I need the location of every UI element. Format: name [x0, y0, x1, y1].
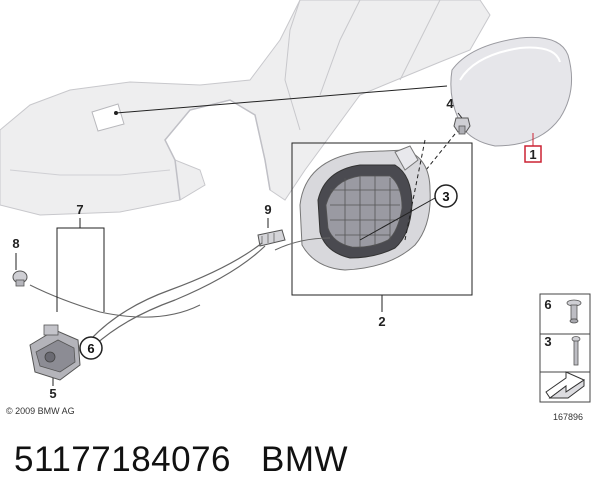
fastener-legend: 6 3 [539, 293, 591, 403]
diagram-reference-number: 167896 [553, 412, 584, 422]
cable-to-housing [274, 237, 331, 251]
screw-part [453, 117, 471, 135]
callout-5: 5 [49, 386, 56, 401]
copyright-text: © 2009 BMW AG [6, 406, 75, 416]
brand-name: BMW [261, 440, 349, 479]
clip-part [12, 270, 28, 287]
legend-label-top: 6 [544, 297, 551, 312]
callout-2: 2 [378, 314, 385, 329]
callout-1: 1 [529, 147, 536, 162]
actuator-part [29, 324, 81, 381]
leader-dot [114, 111, 118, 115]
cable-lower [94, 245, 266, 346]
part-caption: 51177184076 BMW [14, 440, 348, 480]
callout-9: 9 [264, 202, 271, 217]
part-number: 51177184076 [14, 440, 232, 479]
callout-7: 7 [76, 202, 83, 217]
fuel-flap-part [450, 36, 573, 147]
leader-line-3 [359, 197, 436, 241]
bolt-icon [571, 336, 581, 366]
callout-6: 6 [87, 341, 94, 356]
callout-1-box [524, 145, 542, 163]
grommet-part [257, 229, 286, 247]
arrow-icon [545, 371, 586, 399]
leader-line-flap [115, 85, 448, 114]
legend-label-bottom: 3 [544, 334, 551, 349]
callout-8: 8 [12, 236, 19, 251]
dash-line-housing [404, 139, 426, 241]
callout-3-circle [434, 184, 458, 208]
rivet-icon [566, 299, 582, 324]
leader-line-4 [457, 112, 463, 119]
cable-upper [89, 242, 263, 341]
callout-3: 3 [442, 189, 449, 204]
fuel-filler-housing [299, 145, 431, 271]
callout-6-circle [79, 336, 103, 360]
parts-diagram: 1 4 3 2 9 [0, 0, 591, 403]
rear-quarter-panel [0, 0, 491, 216]
cable-clip [29, 284, 201, 318]
callout-4: 4 [446, 96, 454, 111]
